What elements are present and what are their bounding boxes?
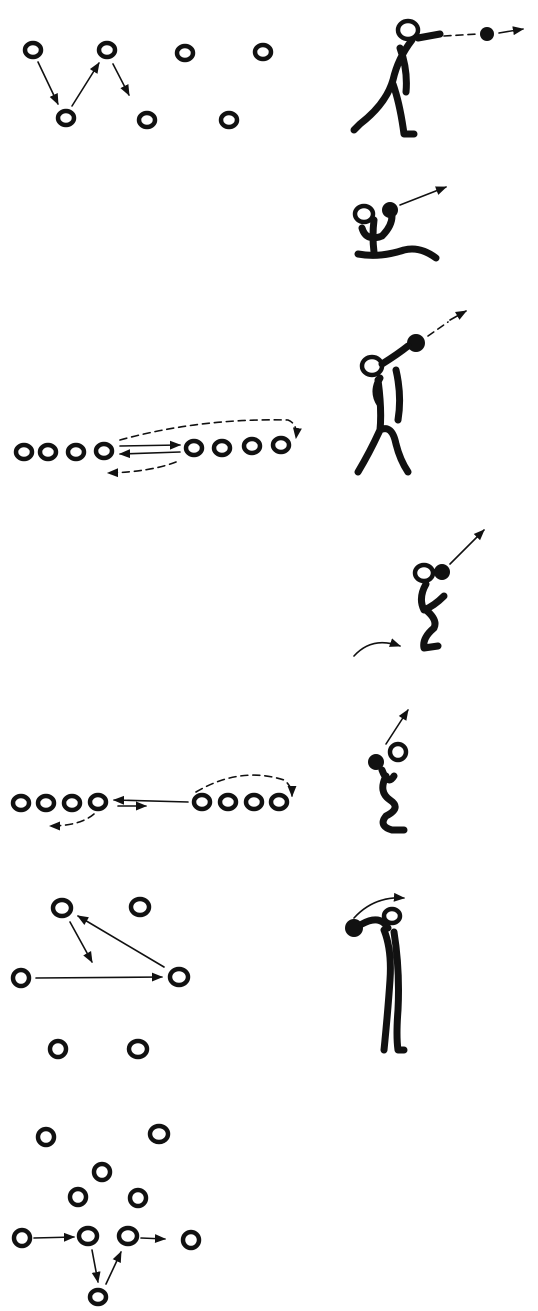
player-marker (65, 442, 87, 462)
pass-arrow (119, 440, 182, 450)
pass-arrow (33, 1232, 76, 1242)
player-marker (37, 442, 59, 462)
pass-arrow (77, 915, 165, 968)
player-marker (22, 40, 44, 60)
run-path (106, 461, 177, 478)
pass-arrow (118, 449, 181, 459)
athlete-figure-squat-overhead (368, 709, 409, 834)
player-marker (13, 442, 35, 462)
player-marker (47, 1038, 69, 1060)
zigzag-formation (22, 40, 274, 130)
pass-arrow (91, 1249, 101, 1284)
athlete-figure-overhead-throw (354, 310, 467, 476)
run-path (195, 774, 297, 798)
player-marker (252, 42, 274, 62)
player-marker (211, 438, 233, 458)
pass-arrow (105, 1250, 122, 1285)
player-marker (10, 793, 32, 813)
player-marker (174, 43, 196, 63)
run-path (48, 813, 95, 831)
player-marker (136, 110, 158, 130)
player-marker (50, 897, 74, 919)
player-marker (61, 793, 83, 813)
player-marker (126, 1038, 150, 1060)
pass-arrow (112, 795, 189, 805)
athlete-figure-seated-throw (352, 186, 448, 262)
player-marker (116, 1225, 140, 1247)
run-path (119, 419, 302, 441)
pyramid-pass-formation (11, 1123, 202, 1307)
player-marker (55, 108, 77, 128)
player-marker (243, 792, 265, 812)
pass-arrow (37, 61, 59, 106)
pass-arrow (69, 921, 93, 963)
player-marker (147, 1123, 171, 1145)
two-lines-return-formation (10, 774, 297, 831)
pass-arrow (140, 1234, 167, 1244)
two-lines-shuttle-formation (13, 419, 302, 478)
pass-arrow (112, 63, 130, 96)
player-marker (180, 1229, 202, 1251)
player-marker (183, 438, 205, 458)
player-marker (128, 896, 152, 918)
athlete-figure-push-throw (350, 18, 525, 138)
player-marker (268, 792, 290, 812)
player-marker (127, 1187, 149, 1209)
player-marker (91, 1161, 113, 1183)
player-marker (87, 792, 109, 812)
player-marker (241, 436, 263, 456)
player-marker (96, 40, 118, 60)
player-marker (167, 966, 191, 988)
player-marker (218, 110, 240, 130)
player-marker (270, 435, 292, 455)
player-marker (93, 441, 115, 461)
athlete-figure-squat-jump (353, 529, 485, 657)
square-pass-formation (10, 896, 191, 1060)
pass-arrow (35, 972, 164, 982)
player-marker (10, 967, 32, 989)
player-marker (217, 792, 239, 812)
player-marker (35, 1126, 57, 1148)
player-marker (87, 1287, 109, 1307)
player-marker (76, 1225, 100, 1247)
player-marker (35, 793, 57, 813)
pass-arrow (71, 62, 100, 107)
player-marker (11, 1227, 33, 1249)
athlete-figure-backward-throw (345, 892, 408, 1054)
player-marker (67, 1186, 89, 1208)
player-marker (191, 792, 213, 812)
